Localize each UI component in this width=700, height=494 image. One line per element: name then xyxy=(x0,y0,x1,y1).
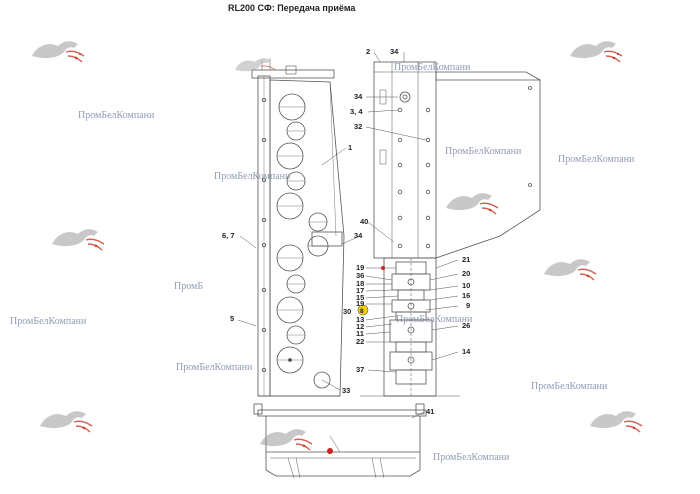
red-marker xyxy=(327,448,333,454)
watermark-text: ПромБелКомпани xyxy=(445,146,522,157)
callout-label: 37 xyxy=(356,365,364,374)
bottom-view xyxy=(253,403,427,479)
callout-label: 2 xyxy=(366,47,370,56)
left-view-frame xyxy=(251,58,345,397)
watermark-text: ПромБелКомпани xyxy=(531,381,608,392)
callout-label: 6, 7 xyxy=(222,231,235,240)
highlight-marker xyxy=(357,304,369,316)
callout-label: 15 xyxy=(356,293,364,302)
callout-label: 11 xyxy=(356,329,364,338)
right-view-gear-stack xyxy=(360,257,460,397)
watermark-text: ПромБелКомпани xyxy=(558,154,635,165)
callout-label: 32 xyxy=(354,122,362,131)
galloping-horse-logo-icon xyxy=(544,259,597,281)
galloping-horse-logo-icon xyxy=(570,41,623,63)
callout-labels: 1 2 34 34 3, 4 32 6, 7 34 5 33 40 21 20 … xyxy=(222,47,471,416)
callout-label: 5 xyxy=(230,314,234,323)
galloping-horse-logo-icon xyxy=(235,58,276,72)
callout-label: 17 xyxy=(356,286,364,295)
galloping-horse-logo-icon xyxy=(446,193,499,215)
callout-label: 14 xyxy=(462,347,471,356)
callout-label: 19 xyxy=(356,299,364,308)
watermark-text: ПромБелКомпани xyxy=(78,110,155,121)
callout-label: 36 xyxy=(356,271,364,280)
callout-label: 16 xyxy=(462,291,470,300)
callout-label: 13 xyxy=(356,315,364,324)
watermark-text: ПромБелКомпани xyxy=(10,316,87,327)
callout-label: 30 xyxy=(343,307,351,316)
galloping-horse-logo-icon xyxy=(260,429,313,451)
callout-label: 9 xyxy=(466,301,470,310)
watermark-text: ПромБ xyxy=(174,281,204,292)
right-view-housing xyxy=(373,52,541,259)
galloping-horse-logo-icon xyxy=(32,41,85,63)
watermark-text: ПромБелКомпани xyxy=(394,62,471,73)
callout-label: 1 xyxy=(348,143,352,152)
galloping-horse-logo-icon xyxy=(590,411,643,433)
watermark-text: ПромБелКомпани xyxy=(214,171,291,182)
galloping-horse-logo-icon xyxy=(40,411,93,433)
callout-label: 34 xyxy=(354,231,363,240)
page-title: RL200 СФ: Передача приёма xyxy=(228,3,356,13)
callout-label: 12 xyxy=(356,322,364,331)
callout-label: 22 xyxy=(356,337,364,346)
leader-lines xyxy=(237,51,459,419)
watermark-text: ПромБелКомпани xyxy=(433,452,510,463)
callout-label: 10 xyxy=(462,281,470,290)
callout-label: 20 xyxy=(462,269,470,278)
red-marker xyxy=(381,266,385,270)
callout-label: 18 xyxy=(356,279,364,288)
galloping-horse-logo-icon xyxy=(52,229,105,251)
callout-label: 33 xyxy=(342,386,350,395)
callout-label: 41 xyxy=(426,407,434,416)
watermark-text: ПромБелКомпани xyxy=(176,362,253,373)
left-view-discs xyxy=(276,93,331,389)
callout-label: 3, 4 xyxy=(350,107,363,116)
callout-label: 26 xyxy=(462,321,470,330)
callout-label: 34 xyxy=(354,92,363,101)
callout-label: 19 xyxy=(356,263,364,272)
watermark-text: ПромБелКомпани xyxy=(396,314,473,325)
callout-label: 34 xyxy=(390,47,399,56)
callout-label: 21 xyxy=(462,255,470,264)
callout-label: 40 xyxy=(360,217,368,226)
callout-label: 8 xyxy=(360,308,364,315)
